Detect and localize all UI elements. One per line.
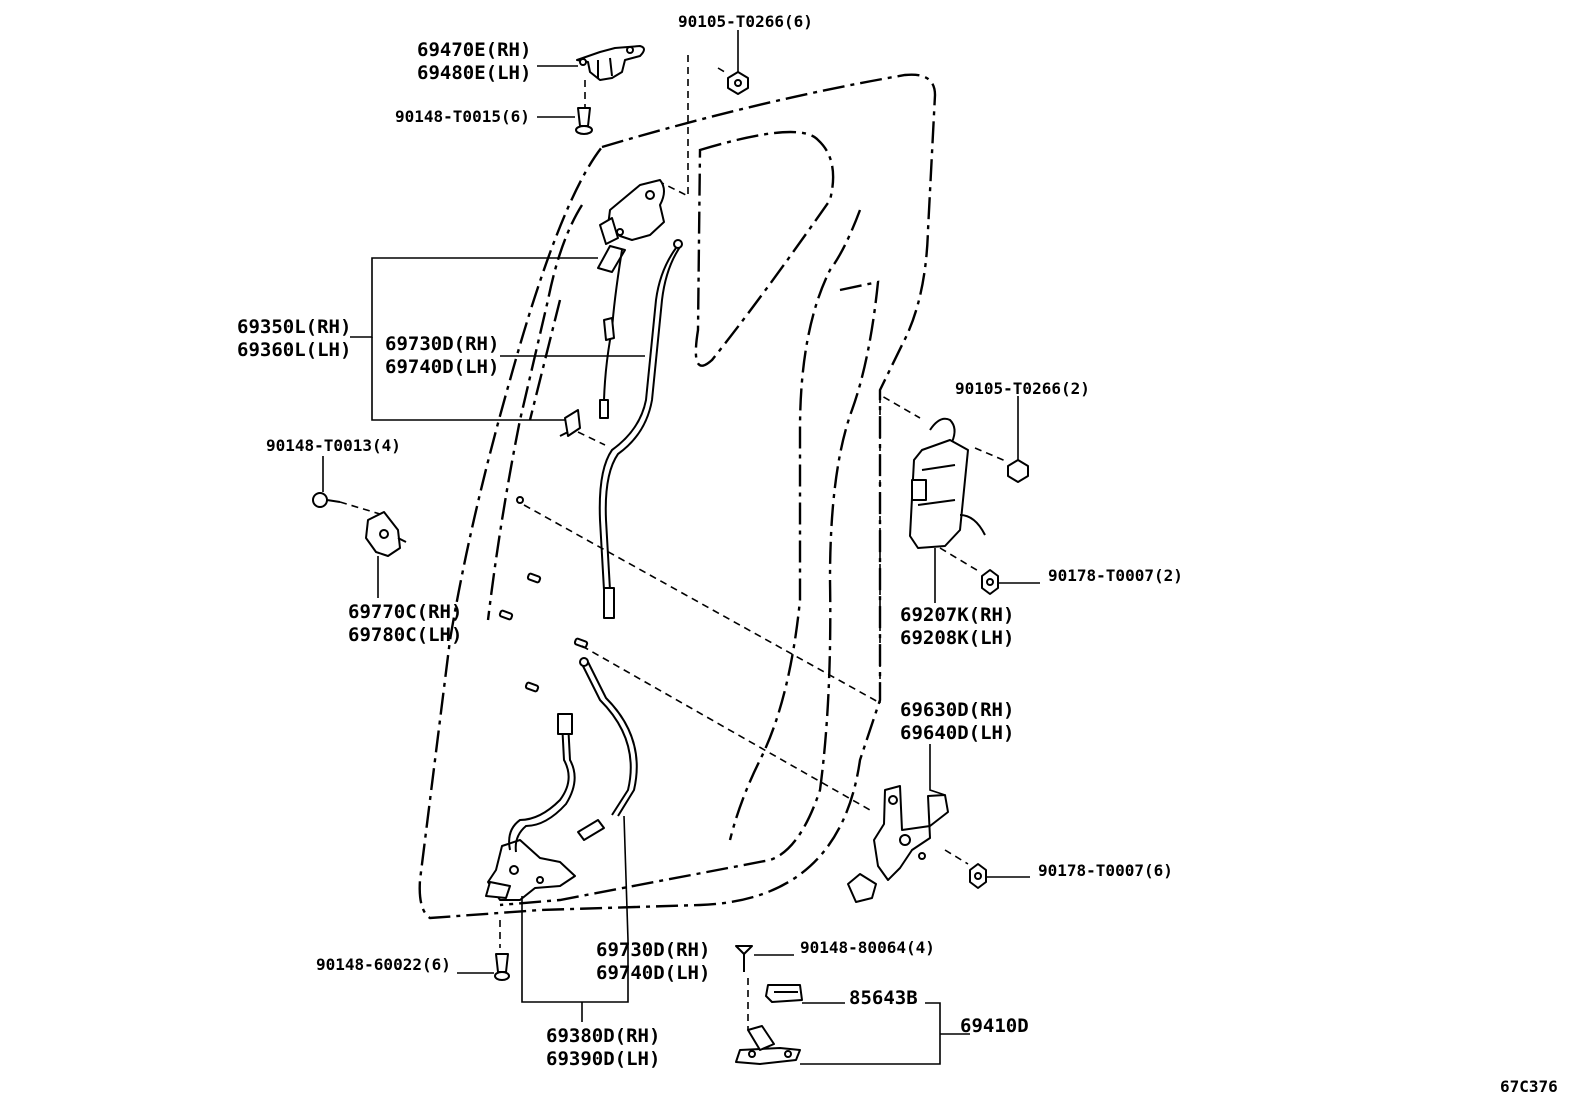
latch-icon [485,839,576,901]
lock-remote-lh-label: 69360L(LH) [237,339,351,361]
nut-handle-label: 90178-T0007(2) [1048,566,1183,585]
door-panel-outline [418,73,937,920]
screw-hinge-lower-label: 90148-80064(4) [800,938,935,957]
screw-icon [312,492,341,508]
bolt-handle-label: 90105-T0266(2) [955,379,1090,398]
outside-handle-rh-label: 69207K(RH) [900,604,1014,626]
cable-upper-lh-label: 69740D(LH) [385,356,499,378]
striker-lh-label: 69780C(LH) [348,624,462,646]
lock-lower-right-rh-label: 69630D(RH) [900,699,1014,721]
cable-lower-lh-label: 69740D(LH) [596,962,710,984]
cable-icon [577,657,638,841]
hinge-icon [735,1025,801,1065]
screw-icon [735,945,753,972]
cover-icon [765,984,803,1003]
bolt-icon [727,71,749,95]
hinge-upper-rh-label: 69470E(RH) [417,39,531,61]
nut-lower-right-label: 90178-T0007(6) [1038,861,1173,880]
cable-icon [598,239,683,619]
bolt-icon [1007,459,1029,483]
cable-lower-rh-label: 69730D(RH) [596,939,710,961]
lock-lower-left-rh-label: 69380D(RH) [546,1025,660,1047]
striker-rh-label: 69770C(RH) [348,601,462,623]
outside-handle-lh-label: 69208K(LH) [900,627,1014,649]
lock-remote-icon [597,179,665,273]
leader-lines [322,30,1040,1065]
striker-icon [365,511,407,557]
bolt-top-label: 90105-T0266(6) [678,12,813,31]
callout-labels: 69470E(RH) 69480E(LH) 90105-T0266(6) 901… [237,12,1558,1096]
screw-lower-left-label: 90148-60022(6) [316,955,451,974]
nut-icon [969,863,987,889]
clip-icon [559,409,581,437]
lock-remote-rh-label: 69350L(RH) [237,316,351,338]
screw-striker-label: 90148-T0013(4) [266,436,401,455]
hinge-lower-assy-label: 69410D [960,1015,1029,1037]
lock-lower-right-lh-label: 69640D(LH) [900,722,1014,744]
screw-icon [494,953,510,981]
cable-upper-rh-label: 69730D(RH) [385,333,499,355]
handle-icon [909,417,986,549]
nut-icon [981,569,999,595]
screw-icon [575,107,593,135]
diagram-id: 67C376 [1500,1077,1558,1096]
hinge-icon [576,45,645,81]
lock-lower-left-lh-label: 69390D(LH) [546,1048,660,1070]
cover-label: 85643B [849,987,918,1009]
latch-icon [847,785,949,903]
screw-upper-label: 90148-T0015(6) [395,107,530,126]
hinge-upper-lh-label: 69480E(LH) [417,62,531,84]
